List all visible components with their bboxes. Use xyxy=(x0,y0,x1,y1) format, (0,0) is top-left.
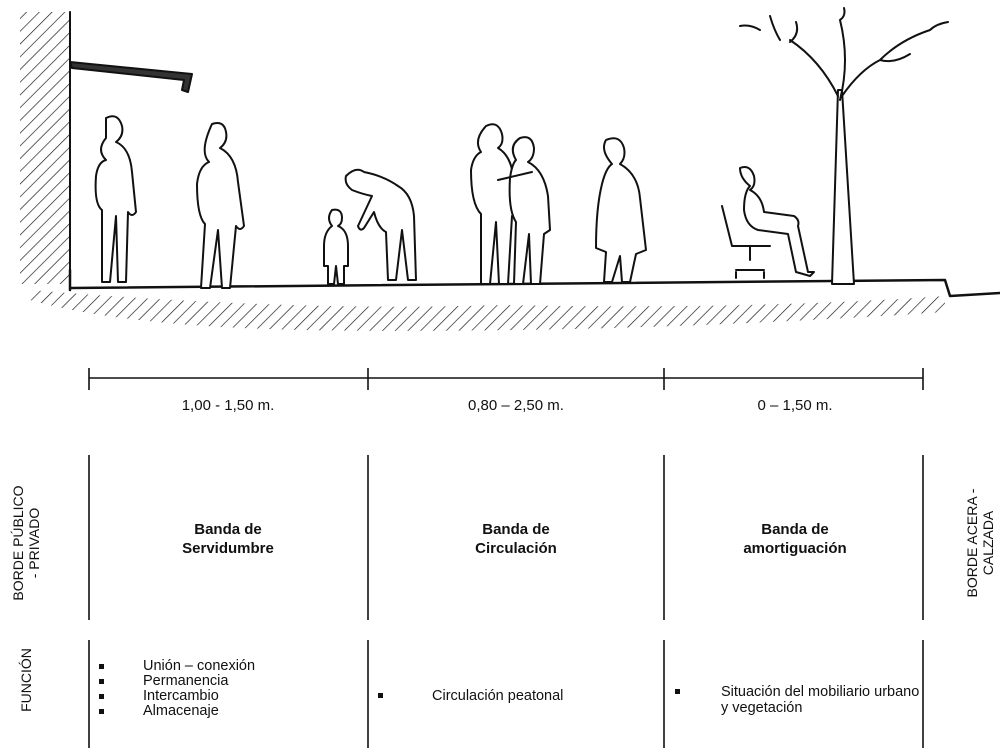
awning-icon xyxy=(69,61,193,93)
seated-person-icon xyxy=(721,166,815,279)
building-wall xyxy=(20,11,71,291)
list-item: Almacenaje xyxy=(99,704,359,719)
elderly-woman-icon xyxy=(595,137,647,283)
functions-amortiguacion-item: Situación del mobiliario urbano y vegeta… xyxy=(675,684,921,716)
left-edge-label: BORDE PÚBLICO - PRIVADO xyxy=(10,485,42,601)
child-icon xyxy=(323,208,349,285)
measure-amortiguacion: 0 – 1,50 m. xyxy=(757,397,833,414)
table-grid-lines xyxy=(88,455,924,748)
street-tree-icon xyxy=(739,7,949,285)
dimension-line xyxy=(88,368,924,390)
adult-bending-icon xyxy=(344,168,417,281)
functions-circulacion-item: Circulación peatonal xyxy=(378,688,712,704)
list-item: Permanencia xyxy=(99,674,359,689)
list-item: Intercambio xyxy=(99,689,359,704)
measure-circulacion: 0,80 – 2,50 m. xyxy=(468,397,564,414)
right-edge-label: BORDE ACERA - CALZADA xyxy=(964,488,996,598)
pedestrian-walking-icon xyxy=(196,122,245,289)
pedestrian-standing-icon xyxy=(94,115,137,283)
sidewalk-section-illustration xyxy=(20,7,1000,331)
list-item: Unión – conexión xyxy=(99,659,359,674)
functions-servidumbre-list: Unión – conexión Permanencia Intercambio… xyxy=(99,659,359,719)
couple-walking-icon xyxy=(470,123,551,285)
measure-servidumbre: 1,00 - 1,50 m. xyxy=(181,397,275,414)
function-label: FUNCIÓN xyxy=(18,648,34,712)
